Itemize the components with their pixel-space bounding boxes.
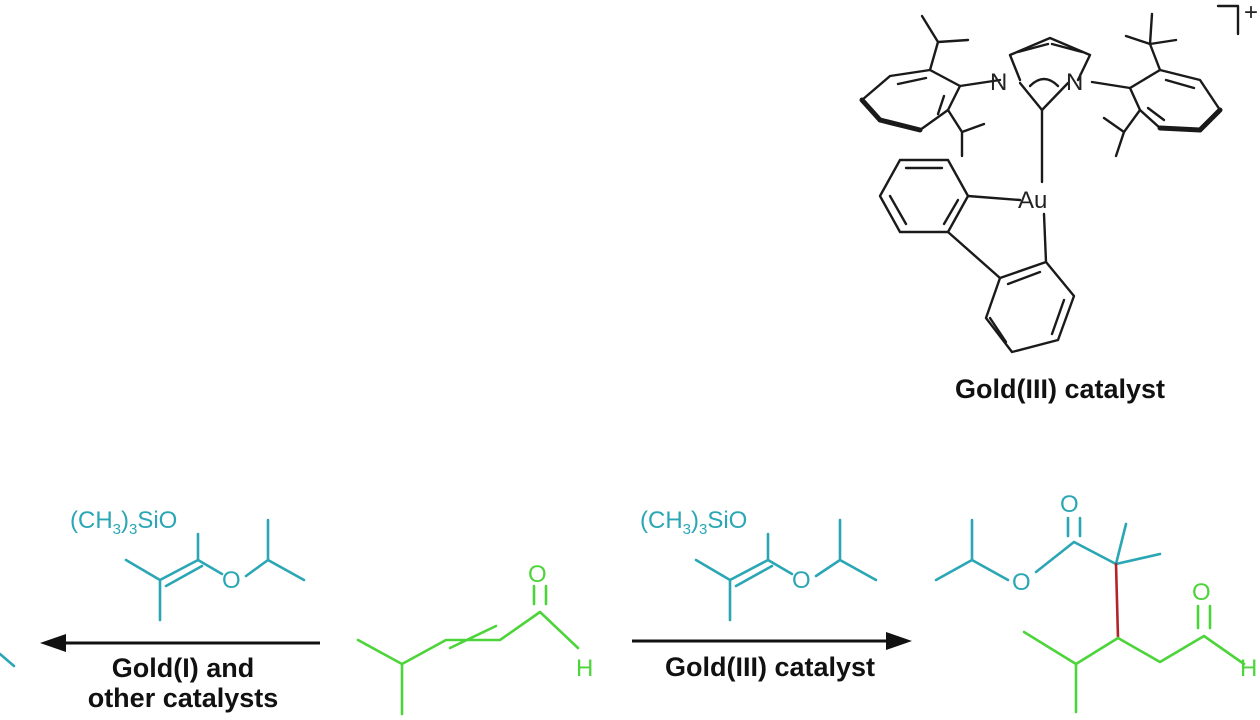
right-silyl-ketene-acetal: (CH3)3SiO O bbox=[640, 507, 878, 622]
ester-oxygen: O bbox=[1012, 569, 1031, 596]
left-silyl-ketene-acetal: (CH3)3SiO O bbox=[70, 507, 306, 622]
catalyst-caption: Gold(III) catalyst bbox=[955, 374, 1165, 404]
gold-atom: Au bbox=[1018, 187, 1047, 214]
nhc-nitrogen-left: N bbox=[990, 69, 1007, 96]
silyl-group-label: (CH3)3SiO bbox=[70, 507, 177, 538]
product-aldehyde-oxygen: O bbox=[1192, 579, 1211, 606]
left-arrow-label-line1: Gold(I) and bbox=[112, 653, 254, 683]
right-arrow-label: Gold(III) catalyst bbox=[665, 652, 875, 682]
ether-oxygen: O bbox=[222, 567, 241, 594]
gold-iii-catalyst-structure: + N N Au bbox=[859, 0, 1258, 354]
ester-carbonyl-oxygen: O bbox=[1060, 491, 1079, 518]
aldol-product: O O O H bbox=[934, 491, 1257, 714]
right-arrow-icon bbox=[632, 632, 912, 650]
nhc-nitrogen-right: N bbox=[1066, 69, 1083, 96]
left-product-fragment bbox=[0, 652, 16, 668]
ether-oxygen: O bbox=[792, 567, 811, 594]
aldehyde-h: H bbox=[576, 655, 593, 682]
left-arrow-label-line2: other catalysts bbox=[88, 683, 279, 713]
left-arrow-icon bbox=[40, 634, 320, 652]
product-aldehyde-h: H bbox=[1240, 655, 1257, 682]
carbonyl-oxygen: O bbox=[528, 561, 547, 588]
new-cc-bond bbox=[1114, 562, 1120, 640]
starting-aldehyde: O H bbox=[356, 561, 593, 716]
silyl-group-label: (CH3)3SiO bbox=[640, 507, 747, 538]
charge-superscript: + bbox=[1244, 0, 1258, 26]
bracket-icon bbox=[1216, 4, 1240, 36]
